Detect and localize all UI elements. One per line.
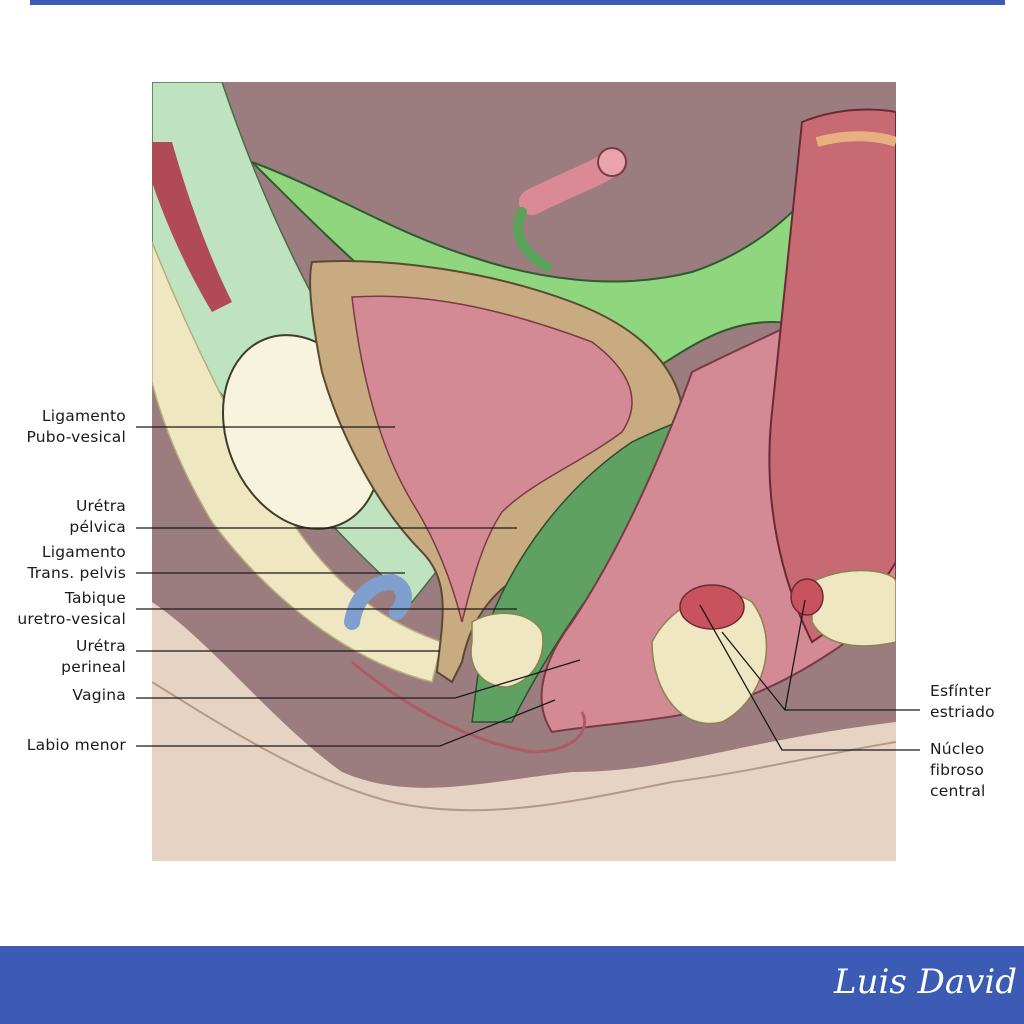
pelvic-anatomy-illustration (152, 82, 896, 861)
label-ligamento-pubo-vesical: Ligamento Pubo-vesical (26, 407, 126, 446)
label-esfinter-estriado: Esfínter estriado (930, 682, 995, 721)
label-ligamento-trans-pelvis: Ligamento Trans. pelvis (27, 543, 126, 582)
label-nucleo-fibroso-central: Núcleo fibroso central (930, 740, 986, 800)
label-tabique-uretro-vesical: Tabique uretro-vesical (17, 589, 126, 628)
central-tendon (679, 584, 745, 630)
top-accent-bar (30, 0, 1005, 5)
urethra (344, 573, 412, 630)
label-uretra-perineal: Urétra perineal (61, 637, 126, 676)
tube-cross-section (597, 147, 627, 177)
rectus-muscle (152, 142, 232, 312)
label-labio-menor: Labio menor (26, 736, 126, 754)
external-sphincter (790, 578, 824, 616)
bottom-footer-bar (0, 946, 1024, 1024)
round-ligament (513, 207, 552, 272)
rectum (768, 108, 896, 644)
skin-region (152, 602, 896, 861)
label-vagina: Vagina (72, 686, 126, 704)
label-uretra-pelvica: Urétra pélvica (69, 497, 126, 536)
rectal-fascia (815, 131, 896, 147)
bladder-mucosa (351, 295, 633, 623)
author-signature: Luis David (834, 962, 1017, 1002)
skin-fold-line (152, 681, 896, 812)
perianal-fat (811, 569, 896, 647)
